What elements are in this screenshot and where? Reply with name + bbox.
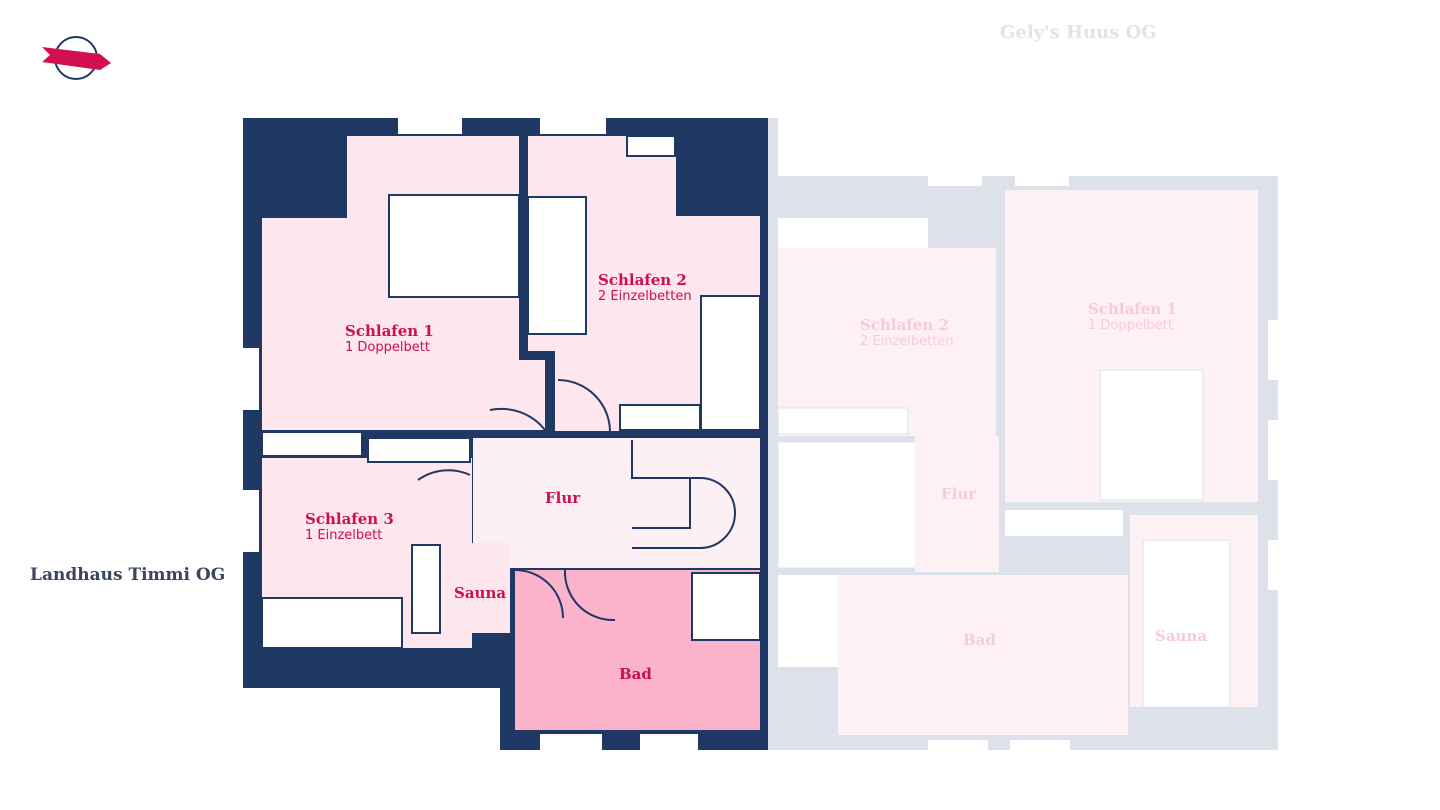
room-label-sauna: Sauna xyxy=(1155,627,1208,645)
room-label-schlafen-1: Schlafen 1 1 Doppelbett xyxy=(345,322,434,355)
room-label-schlafen-3: Schlafen 3 1 Einzelbett xyxy=(305,510,394,543)
room-label-schlafen-1: Schlafen 1 1 Doppelbett xyxy=(1088,300,1177,333)
room-subtitle: 1 Doppelbett xyxy=(1088,318,1173,333)
room-label-bad: Bad xyxy=(963,631,996,649)
room-name: Schlafen 1 xyxy=(1088,300,1177,318)
room-subtitle: 2 Einzelbetten xyxy=(860,334,954,349)
room-label-sauna: Sauna xyxy=(454,584,507,602)
right-plan-drawing xyxy=(768,118,1278,750)
room-label-flur: Flur xyxy=(545,489,581,507)
right-plan-title: Gely's Huus OG xyxy=(1000,22,1157,43)
room-name: Schlafen 1 xyxy=(345,322,434,340)
left-plan-drawing xyxy=(243,118,768,750)
left-plan-title: Landhaus Timmi OG xyxy=(30,565,226,585)
room-subtitle: 1 Doppelbett xyxy=(345,340,430,355)
room-name: Schlafen 2 xyxy=(598,271,687,289)
room-label-schlafen-2: Schlafen 2 2 Einzelbetten xyxy=(598,271,692,304)
room-name: Schlafen 2 xyxy=(860,316,949,334)
room-subtitle: 2 Einzelbetten xyxy=(598,289,692,304)
logo-icon xyxy=(42,36,111,80)
room-label-flur: Flur xyxy=(941,485,977,503)
room-subtitle: 1 Einzelbett xyxy=(305,528,383,543)
room-label-schlafen-2: Schlafen 2 2 Einzelbetten xyxy=(860,316,954,349)
room-label-bad: Bad xyxy=(619,665,652,683)
room-name: Schlafen 3 xyxy=(305,510,394,528)
